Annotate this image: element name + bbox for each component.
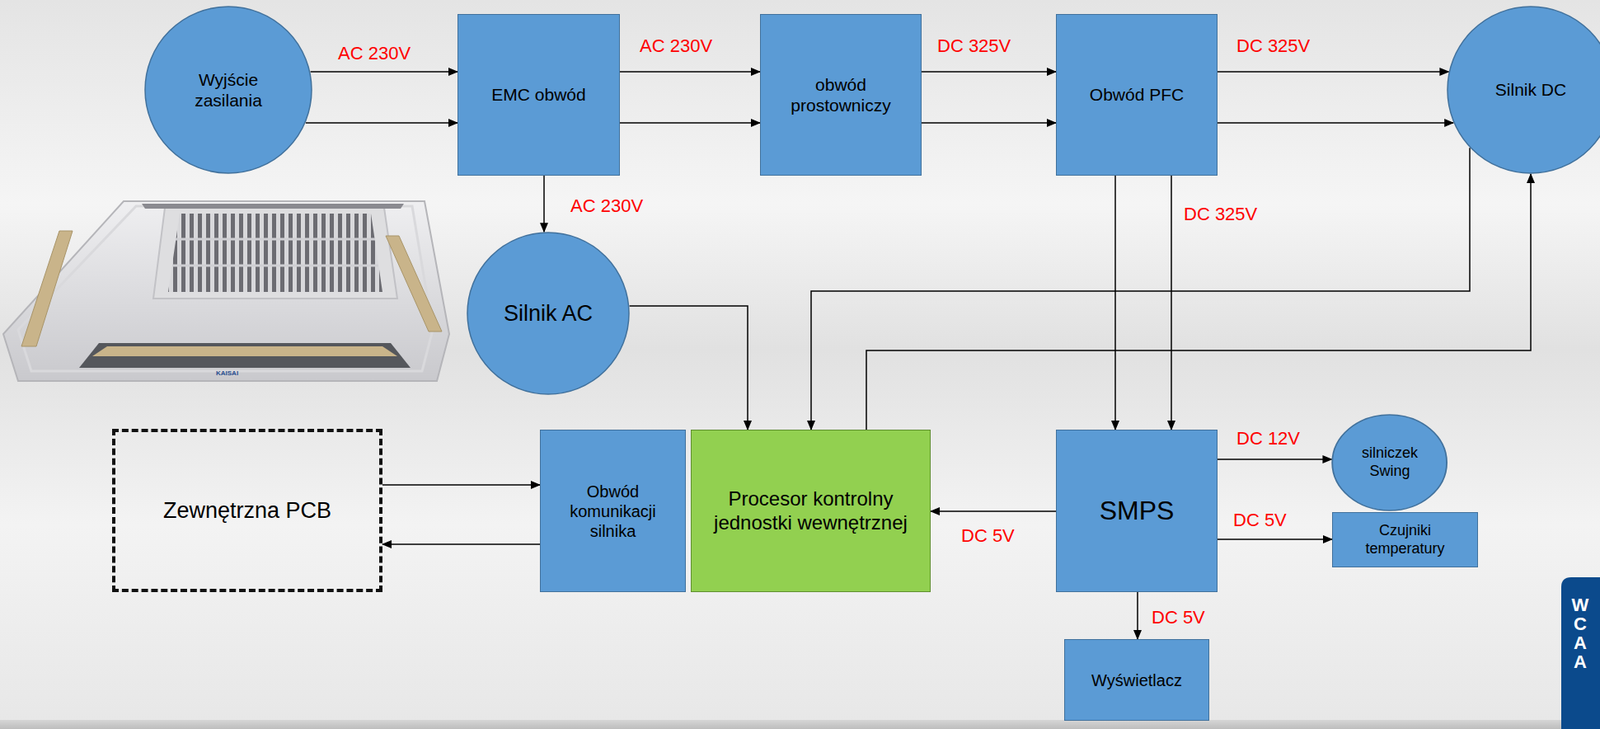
voltage-label: DC 5V <box>1231 509 1289 531</box>
voltage-label: AC 230V <box>568 195 645 217</box>
connector-arrow <box>1170 175 1173 430</box>
connector-arrow <box>1114 175 1117 430</box>
display-box: Wyświetlacz <box>1064 638 1210 721</box>
node-text-group: Obwód PFC <box>1089 84 1184 105</box>
connector-arrow <box>1217 458 1332 460</box>
source-circle: Wyjście zasilania <box>144 5 313 174</box>
node-label: EMC obwód <box>491 84 586 105</box>
voltage-label: AC 230V <box>336 42 413 65</box>
node-text-group: Czujniki temperatury <box>1351 521 1460 558</box>
node-label: obwód prostowniczy <box>778 74 903 116</box>
connector-arrow <box>811 147 1470 430</box>
process-box: obwód prostowniczy <box>760 14 922 176</box>
connector-arrow <box>866 173 1531 430</box>
motor-circle: Silnik DC <box>1446 5 1600 174</box>
brand-mark: KAISAI <box>215 370 239 377</box>
bottom-band <box>0 719 1600 729</box>
power-supply-box: SMPS <box>1055 429 1218 592</box>
circle-outline <box>144 5 313 174</box>
node-label: Silnik AC <box>503 300 593 327</box>
voltage-label: DC 5V <box>959 525 1017 547</box>
motor-circle: silniczek Swing <box>1331 413 1448 512</box>
node-label: SMPS <box>1099 494 1175 526</box>
connector-arrow <box>629 305 748 430</box>
voltage-label: AC 230V <box>638 35 714 57</box>
connector-arrow <box>382 543 540 545</box>
node-label: Procesor kontrolny jednostki wewnętrznej <box>713 487 908 535</box>
connector-arrow <box>921 70 1056 73</box>
voltage-label: DC 5V <box>1149 606 1207 629</box>
node-text-group: Silnik DC <box>1495 79 1567 100</box>
process-box: EMC obwód <box>457 14 620 176</box>
node-text-group: silniczek Swing <box>1348 444 1432 480</box>
process-box: Obwód komunikacji silnika <box>539 429 686 592</box>
connector-arrow <box>930 510 1056 512</box>
node-label: Czujniki temperatury <box>1351 521 1460 558</box>
node-text-group: Procesor kontrolny jednostki wewnętrznej <box>713 487 908 535</box>
connector-arrow <box>921 121 1056 124</box>
connector-arrow <box>1136 591 1139 639</box>
node-text-group: Wyjście zasilania <box>174 69 282 111</box>
node-text-group: Obwód komunikacji silnika <box>551 481 676 541</box>
connector-arrow <box>1217 538 1333 540</box>
node-label: Silnik DC <box>1495 79 1567 100</box>
node-label: silniczek Swing <box>1348 444 1432 480</box>
node-text-group: SMPS <box>1099 494 1175 526</box>
logo-text: WCAA <box>1571 595 1590 671</box>
node-label: Obwód komunikacji silnika <box>551 481 676 541</box>
node-text-group: Silnik AC <box>503 300 593 327</box>
voltage-label: DC 325V <box>1182 203 1259 226</box>
voltage-label: DC 325V <box>1234 35 1312 57</box>
motor-circle: Silnik AC <box>466 231 630 395</box>
connector-arrow <box>619 70 761 73</box>
connector-arrow <box>1217 121 1454 124</box>
connector-arrow <box>305 121 458 124</box>
node-text-group: Zewnętrzna PCB <box>163 497 332 524</box>
sensor-box: Czujniki temperatury <box>1332 511 1479 568</box>
connector-arrow <box>1217 70 1449 73</box>
connector-arrow <box>382 483 540 486</box>
node-text-group: obwód prostowniczy <box>778 74 903 116</box>
node-label: Wyjście zasilania <box>174 69 282 111</box>
voltage-label: DC 325V <box>935 35 1013 57</box>
node-text-group: EMC obwód <box>491 84 586 105</box>
node-label: Obwód PFC <box>1089 84 1184 105</box>
node-label: Wyświetlacz <box>1091 670 1183 690</box>
connector-arrow <box>310 70 458 73</box>
voltage-label: DC 12V <box>1234 427 1302 450</box>
external-board-box: Zewnętrzna PCB <box>112 428 383 592</box>
cassette-unit <box>3 201 450 381</box>
logo-badge <box>1561 577 1600 729</box>
process-box: Obwód PFC <box>1055 14 1218 176</box>
node-label: Zewnętrzna PCB <box>163 497 332 524</box>
node-text-group: Wyświetlacz <box>1091 670 1183 690</box>
connector-arrow <box>543 175 545 232</box>
connector-arrow <box>619 121 761 124</box>
controller-box: Procesor kontrolny jednostki wewnętrznej <box>690 429 931 592</box>
